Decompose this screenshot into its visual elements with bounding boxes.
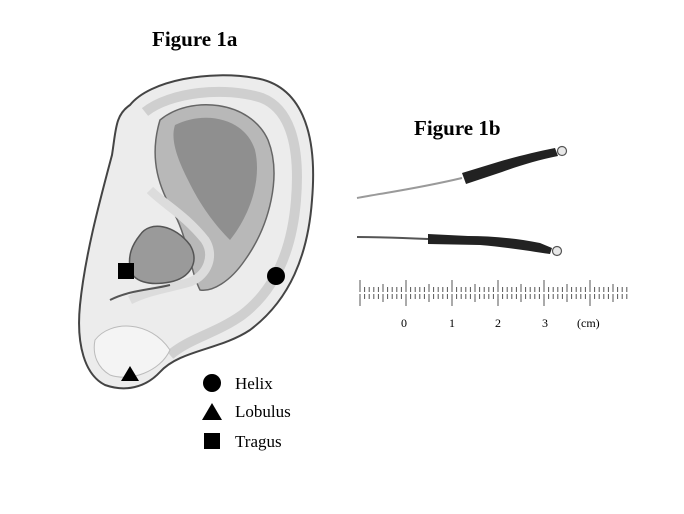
legend-circle-icon: [203, 374, 221, 392]
ear-illustration: [78, 74, 315, 390]
figure-1a-title: Figure 1a: [152, 27, 238, 51]
legend-label-helix: Helix: [235, 374, 273, 393]
electrode-top: [356, 145, 568, 199]
lobulus-marker: [121, 366, 139, 381]
legend-label-tragus: Tragus: [235, 432, 282, 451]
ruler-label-2: 2: [495, 316, 501, 330]
helix-rim: [141, 86, 302, 359]
tragus-marker: [118, 263, 134, 279]
legend-label-lobulus: Lobulus: [235, 402, 291, 421]
figure-1b-title: Figure 1b: [414, 116, 501, 140]
ruler-unit-label: (cm): [577, 316, 600, 330]
ruler: [359, 280, 628, 306]
legend-square-icon: [204, 433, 220, 449]
concha-shade: [173, 117, 258, 240]
ear-canal-line: [109, 284, 171, 301]
lobule-shade: [93, 325, 171, 378]
legend-triangle-icon: [202, 403, 222, 420]
helix-marker: [267, 267, 285, 285]
electrode-bottom: [356, 234, 563, 257]
antihelix: [127, 186, 214, 305]
ruler-label-1: 1: [449, 316, 455, 330]
ruler-label-0: 0: [401, 316, 407, 330]
ruler-label-3: 3: [542, 316, 548, 330]
concha-cavity: [128, 225, 195, 285]
